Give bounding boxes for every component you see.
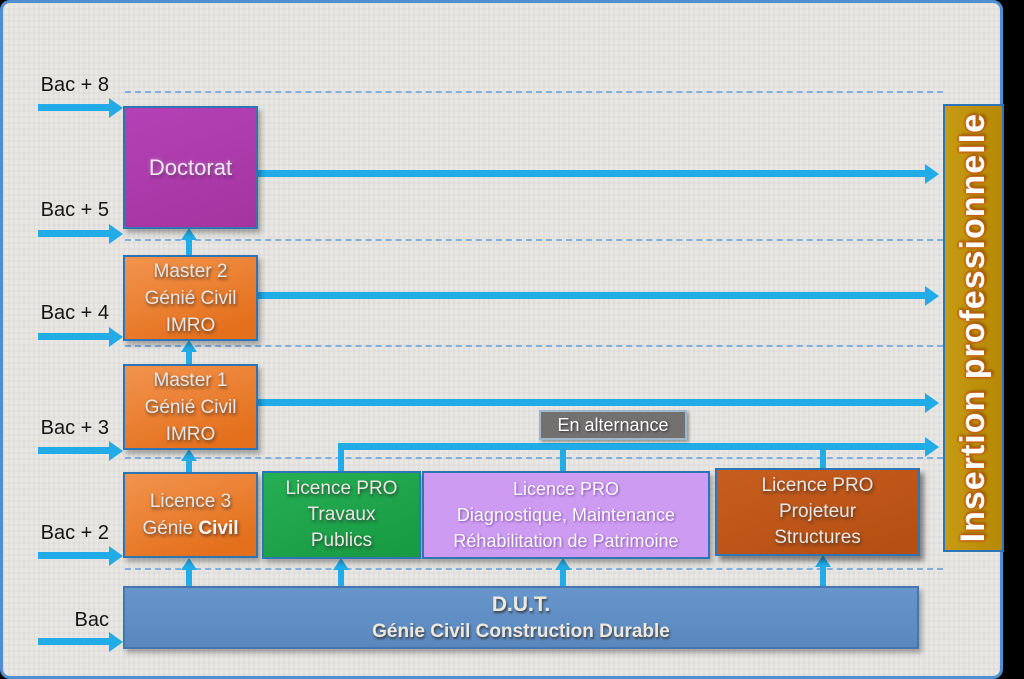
diagnostique-line2: Diagnostique, Maintenance [456, 505, 676, 525]
doctorat-box: Doctorat [123, 106, 258, 229]
arrow-master2-to-insertion [258, 285, 939, 306]
connector-alternance-travaux [338, 446, 344, 471]
licence-pro-diagnostique-box: Licence PRO Diagnostique, Maintenance Ré… [422, 471, 710, 559]
travaux-line1: Licence PRO [285, 478, 398, 499]
dashed-line-bac3 [125, 457, 943, 459]
licence3-box: Licence 3 Génie Civil [123, 472, 258, 558]
dashed-line-bac5 [125, 239, 943, 241]
dashed-line-bac2 [125, 568, 943, 570]
entry-arrow-bac4 [38, 326, 123, 347]
dut-box: D.U.T. Génie Civil Construction Durable [123, 586, 919, 649]
dut-line2: Génie Civil Construction Durable [372, 620, 670, 642]
arrow-master2-to-doctorat [181, 228, 197, 255]
en-alternance-tag: En alternance [539, 410, 687, 440]
arrow-master1-to-master2 [181, 340, 197, 364]
master2-line3: IMRO [165, 314, 216, 336]
dashed-line-bac4 [125, 345, 943, 347]
connector-alternance-projeteur [820, 446, 826, 468]
level-label-bac8: Bac + 8 [40, 74, 109, 96]
level-label-bac3: Bac + 3 [40, 417, 109, 439]
entry-arrow-bac2 [38, 545, 123, 566]
insertion-label: Insertion professionnelle [954, 113, 992, 543]
level-label-bac5: Bac + 5 [40, 199, 109, 221]
master2-line2: Génié Civil [144, 287, 237, 309]
arrow-dut-to-projeteur [815, 555, 831, 586]
entry-arrow-bac8 [38, 97, 123, 118]
travaux-line3: Publics [310, 530, 373, 551]
entry-arrow-bac5 [38, 223, 123, 244]
diagnostique-line1: Licence PRO [512, 479, 620, 499]
insertion-professionnelle-bar: Insertion professionnelle [943, 104, 1004, 552]
connector-alternance-diagnostique [560, 446, 566, 471]
diagnostique-line3: Réhabilitation de Patrimoine [453, 531, 679, 551]
projeteur-line1: Licence PRO [761, 475, 874, 496]
licence3-line2: Génie Civil [142, 515, 238, 542]
projeteur-line2: Projeteur [778, 501, 857, 522]
licence3-line2-bold: Civil [198, 518, 239, 539]
master1-line1: Master 1 [153, 369, 228, 391]
arrow-dut-to-licence3 [181, 558, 197, 586]
arrow-master1-to-insertion [258, 392, 939, 413]
projeteur-line3: Structures [774, 527, 861, 548]
level-label-bac4: Bac + 4 [40, 302, 109, 324]
entry-arrow-bac3 [38, 440, 123, 461]
arrow-dut-to-travaux [333, 558, 349, 586]
level-label-bac2: Bac + 2 [40, 522, 109, 544]
doctorat-label: Doctorat [148, 154, 233, 180]
level-label-bac: Bac [74, 609, 109, 631]
arrow-doctorat-to-insertion [258, 163, 939, 184]
arrow-alternance-to-insertion [338, 436, 939, 457]
travaux-line2: Travaux [307, 504, 376, 525]
dashed-line-bac8 [125, 91, 943, 93]
master2-box: Master 2 Génié Civil IMRO [123, 255, 258, 341]
arrow-licence3-to-master1 [181, 449, 197, 472]
master2-line1: Master 2 [153, 260, 228, 282]
entry-arrow-bac [38, 631, 123, 652]
master1-box: Master 1 Génié Civil IMRO [123, 364, 258, 450]
alternance-label: En alternance [557, 414, 669, 435]
arrow-dut-to-diagnostique [555, 558, 571, 586]
licence3-line2-regular: Génie [142, 518, 199, 539]
master1-line3: IMRO [165, 423, 216, 445]
master1-line2: Génié Civil [144, 396, 237, 418]
licence3-line1: Licence 3 [149, 491, 232, 512]
licence-pro-travaux-box: Licence PRO Travaux Publics [262, 471, 421, 559]
licence-pro-projeteur-box: Licence PRO Projeteur Structures [715, 468, 920, 556]
dut-line1: D.U.T. [491, 592, 551, 616]
